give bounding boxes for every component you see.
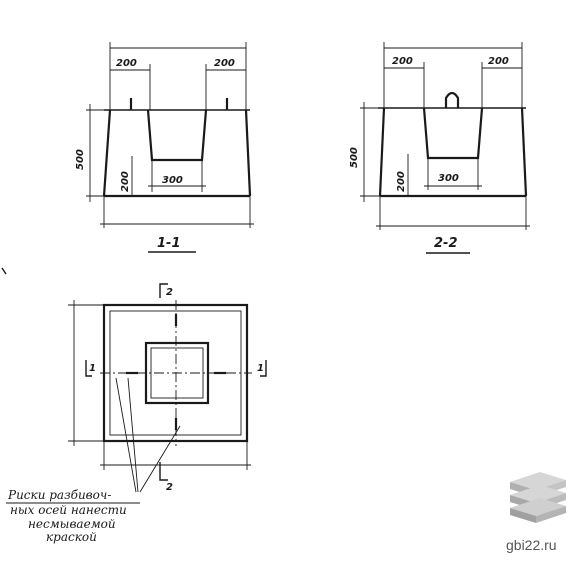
dim-label-200-left: 200 [116, 58, 137, 69]
cut-marker-left [85, 360, 92, 377]
dim-label-300: 300 [438, 173, 459, 184]
cut-label-top: 2 [166, 287, 173, 298]
cut-marker-top [159, 283, 168, 298]
note-line-4: краской [46, 530, 97, 544]
note-text: Риски разбивоч- ных осей нанести несмыва… [6, 488, 140, 544]
leader-line-3 [139, 425, 181, 493]
outer-wall-right [244, 109, 252, 197]
note-line-1: Риски разбивоч- [7, 488, 111, 502]
inner-socket [422, 107, 484, 160]
cut-marker-bottom [159, 462, 168, 481]
dim-label-200-left: 200 [392, 56, 413, 67]
note-line-3: несмываемой [28, 517, 116, 531]
edge-mark [1, 267, 7, 275]
dim-label-500: 500 [75, 149, 86, 170]
inner-socket [146, 109, 208, 162]
cut-label-left: 1 [89, 363, 96, 374]
section-2-2: 200 200 500 200 300 2-2 [349, 42, 530, 254]
site-watermark: gbi22.ru [506, 537, 557, 553]
section-title-1-1: 1-1 [157, 236, 181, 251]
leader-line-2 [127, 377, 139, 493]
outer-wall-right [520, 107, 528, 197]
leader-line-1 [115, 377, 137, 493]
lifting-loop [444, 91, 460, 108]
section-title-2-2: 2-2 [434, 236, 458, 251]
cut-label-right: 1 [257, 363, 264, 374]
cut-marker-right [260, 360, 267, 377]
cut-label-bottom: 2 [166, 482, 173, 493]
section-1-1: 200 200 500 200 300 1-1 [75, 42, 254, 253]
dim-label-200-height: 200 [396, 171, 407, 192]
outer-wall-left [378, 107, 386, 197]
dim-label-200-right: 200 [488, 56, 509, 67]
plan-view: 2 2 1 1 [68, 283, 267, 493]
dim-label-200-right: 200 [214, 58, 235, 69]
site-logo-icon [510, 472, 566, 523]
outer-wall-left [102, 109, 112, 197]
dim-label-500: 500 [349, 147, 360, 168]
note-line-2: ных осей нанести [10, 503, 127, 517]
dim-label-200-height: 200 [120, 171, 131, 192]
dim-label-300: 300 [162, 175, 183, 186]
